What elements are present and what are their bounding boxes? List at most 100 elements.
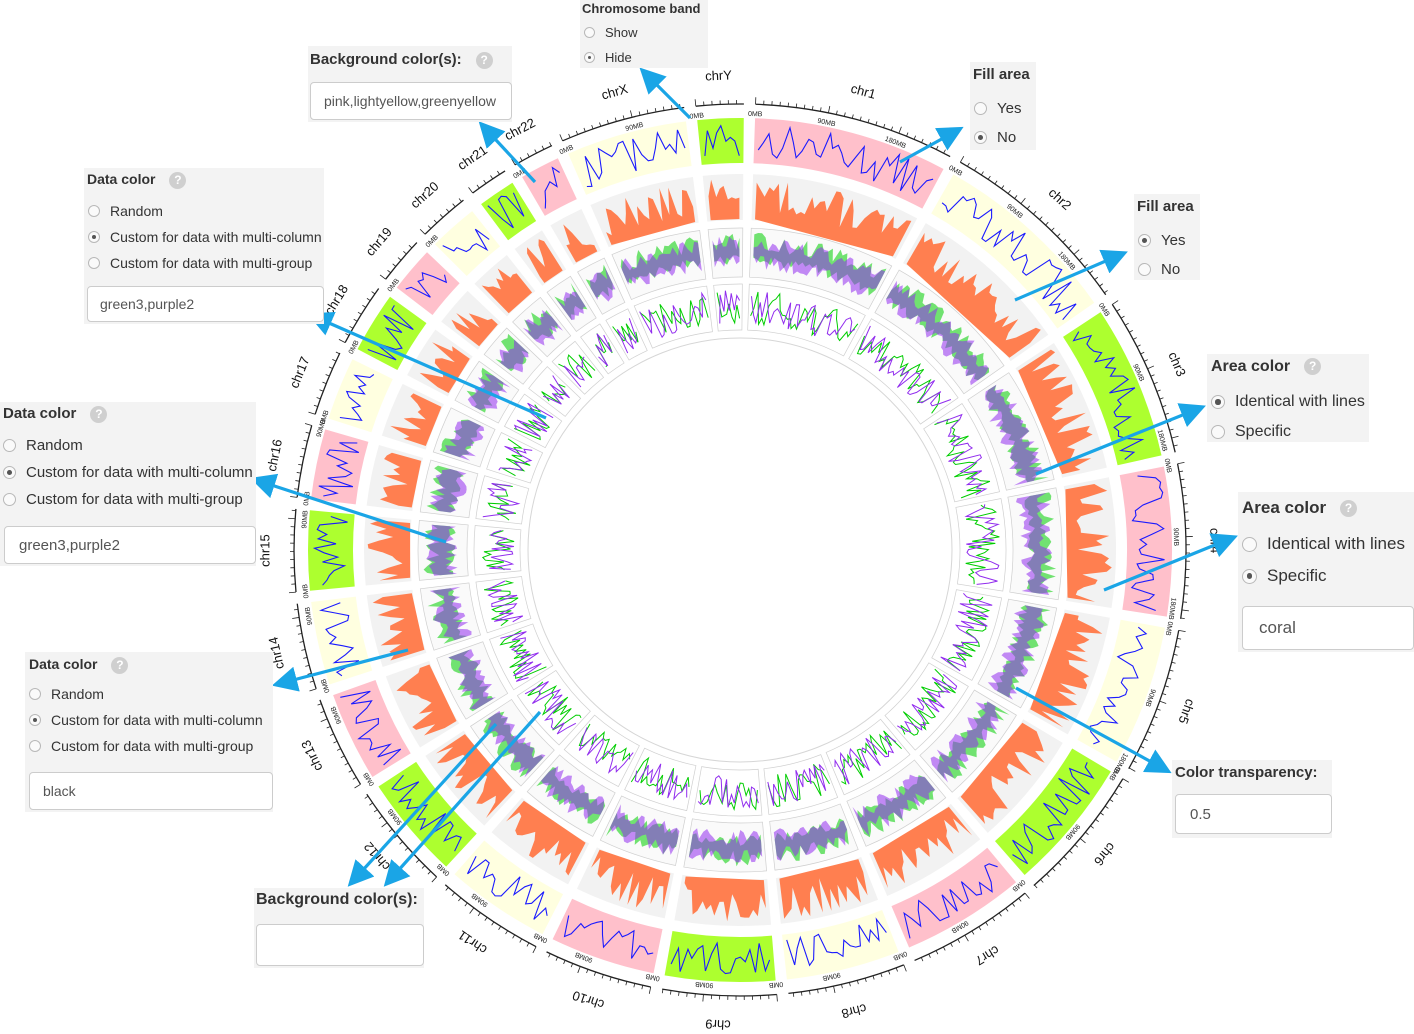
area-purple2-chr2 <box>886 280 989 386</box>
area-color-2-specific-option[interactable]: Specific <box>1242 566 1327 586</box>
line-purple2-chr14 <box>486 580 524 623</box>
axis-tick <box>935 950 939 955</box>
line-purple2-chr10 <box>634 763 688 801</box>
fill-area-1-no-radio[interactable] <box>974 131 987 144</box>
fill-area-2-no-option[interactable]: No <box>1138 261 1180 278</box>
axis-tick <box>1180 617 1185 620</box>
area-color-2-specific-radio[interactable] <box>1242 568 1257 584</box>
data-color-3-input[interactable]: black <box>29 772 273 810</box>
fill-area-1-no-label: No <box>997 129 1017 146</box>
area-color-1-identical-radio[interactable] <box>1211 395 1225 409</box>
axis-tick <box>1143 359 1148 362</box>
axis-tick <box>800 991 803 996</box>
fill-area-2-yes-option[interactable]: Yes <box>1138 232 1185 249</box>
axis-tick <box>1169 428 1174 431</box>
data-color-1-input[interactable]: green3,purple2 <box>87 286 324 322</box>
fill-area-1-no-option[interactable]: No <box>974 129 1016 146</box>
axis-tick <box>985 922 989 926</box>
track4-bg-chr22 <box>605 308 648 361</box>
axis-tick <box>333 740 338 744</box>
chromosome-band-hide-radio[interactable] <box>584 52 595 63</box>
line-green3-chr14 <box>483 580 519 626</box>
help-icon[interactable]: ? <box>169 171 187 189</box>
help-icon[interactable]: ? <box>90 405 108 423</box>
axis-tick <box>1057 862 1062 866</box>
annotation-arrow <box>1014 249 1128 302</box>
annotation-arrow <box>1035 403 1206 476</box>
help-icon[interactable]: ? <box>1304 358 1322 376</box>
line-chr20 <box>442 228 490 253</box>
chromosome-band-show-option[interactable]: Show <box>584 25 638 40</box>
line-purple2-chr13 <box>500 631 542 682</box>
data-color-1-random-option[interactable]: Random <box>88 203 163 219</box>
area-purple2-chr21 <box>556 291 586 320</box>
area-purple2-chr6 <box>930 701 999 783</box>
data-color-2-random-radio[interactable] <box>3 439 16 452</box>
axis-tick <box>293 608 299 611</box>
axis-tick <box>992 917 996 922</box>
axis-tick <box>484 917 488 921</box>
help-icon[interactable]: ? <box>475 51 493 69</box>
tick-label: 0MB <box>892 949 908 961</box>
data-color-2-multicolumn-radio[interactable] <box>3 466 16 479</box>
data-color-3-multigroup-option[interactable]: Custom for data with multi-group <box>29 738 253 754</box>
area-color-1-specific-radio[interactable] <box>1211 425 1225 439</box>
chromosome-band-show-radio[interactable] <box>584 27 595 38</box>
area-purple2-chr1 <box>753 240 886 295</box>
area-color-2-identical-option[interactable]: Identical with lines <box>1242 534 1405 554</box>
axis-tick <box>1085 831 1089 835</box>
data-color-2-input[interactable]: green3,purple2 <box>4 526 256 564</box>
fill-area-2-yes-radio[interactable] <box>1138 234 1151 247</box>
chromosome-band-hide-option[interactable]: Hide <box>584 50 632 65</box>
label-chr10: chr10 <box>570 988 606 1013</box>
line-purple2-chr12 <box>524 681 577 735</box>
tick-label: 90MB <box>695 980 714 989</box>
background-colors-input-bottom[interactable] <box>256 924 424 966</box>
data-color-1-random-radio[interactable] <box>88 205 100 217</box>
line-green3-chr1 <box>750 291 859 342</box>
axis-tick <box>1026 205 1031 210</box>
axis-tick <box>614 117 617 122</box>
fill-area-title-2: Fill area <box>1137 198 1194 215</box>
axis-tick <box>795 103 798 108</box>
data-color-1-multigroup-radio[interactable] <box>88 257 100 269</box>
label-chr8: chr8 <box>840 1001 868 1022</box>
data-color-3-multigroup-radio[interactable] <box>29 740 41 752</box>
background-colors-input-top[interactable]: pink,lightyellow,greenyellow <box>310 82 512 120</box>
data-color-2-multicolumn-option[interactable]: Custom for data with multi-column <box>3 464 253 481</box>
data-color-3-multicolumn-option[interactable]: Custom for data with multi-column <box>29 712 263 728</box>
fill-area-1-yes-option[interactable]: Yes <box>974 100 1021 117</box>
data-color-3-multicolumn-radio[interactable] <box>29 714 41 726</box>
line-green3-chr10 <box>630 756 690 796</box>
line-chr15 <box>312 515 348 586</box>
data-color-3-random-option[interactable]: Random <box>29 686 104 702</box>
data-color-2-multigroup-option[interactable]: Custom for data with multi-group <box>3 491 243 508</box>
fill-area-1-yes-radio[interactable] <box>974 102 987 115</box>
data-color-2-random-option[interactable]: Random <box>3 437 83 454</box>
data-color-3-random-radio[interactable] <box>29 688 41 700</box>
axis-tick <box>329 733 334 736</box>
axis-tick <box>408 244 413 249</box>
data-color-2-multigroup-radio[interactable] <box>3 493 16 506</box>
area-color-input[interactable]: coral <box>1242 606 1414 650</box>
track4-bg-chr7 <box>825 718 911 796</box>
axis-tick <box>399 841 403 845</box>
area-color-2-identical-radio[interactable] <box>1242 536 1257 552</box>
help-icon[interactable]: ? <box>1340 500 1358 518</box>
axis-tick <box>702 994 704 1002</box>
data-color-1-multigroup-option[interactable]: Custom for data with multi-group <box>88 255 312 271</box>
axis-chr10 <box>546 951 651 988</box>
fill-area-2-no-radio[interactable] <box>1138 263 1151 276</box>
area-color-1-specific-option[interactable]: Specific <box>1211 423 1291 441</box>
line-purple2-chr19 <box>542 375 570 405</box>
area-purple2-chr10 <box>610 804 680 855</box>
axis-tick <box>583 127 586 132</box>
data-color-1-multicolumn-radio[interactable] <box>88 231 100 243</box>
area-chrX <box>605 187 696 245</box>
color-transparency-input[interactable]: 0.5 <box>1175 794 1332 834</box>
line-purple2-chr20 <box>563 356 586 388</box>
data-color-1-multicolumn-option[interactable]: Custom for data with multi-column <box>88 229 322 245</box>
area-color-1-identical-option[interactable]: Identical with lines <box>1211 393 1365 411</box>
help-icon[interactable]: ? <box>111 656 129 674</box>
axis-chr3 <box>1111 304 1176 453</box>
